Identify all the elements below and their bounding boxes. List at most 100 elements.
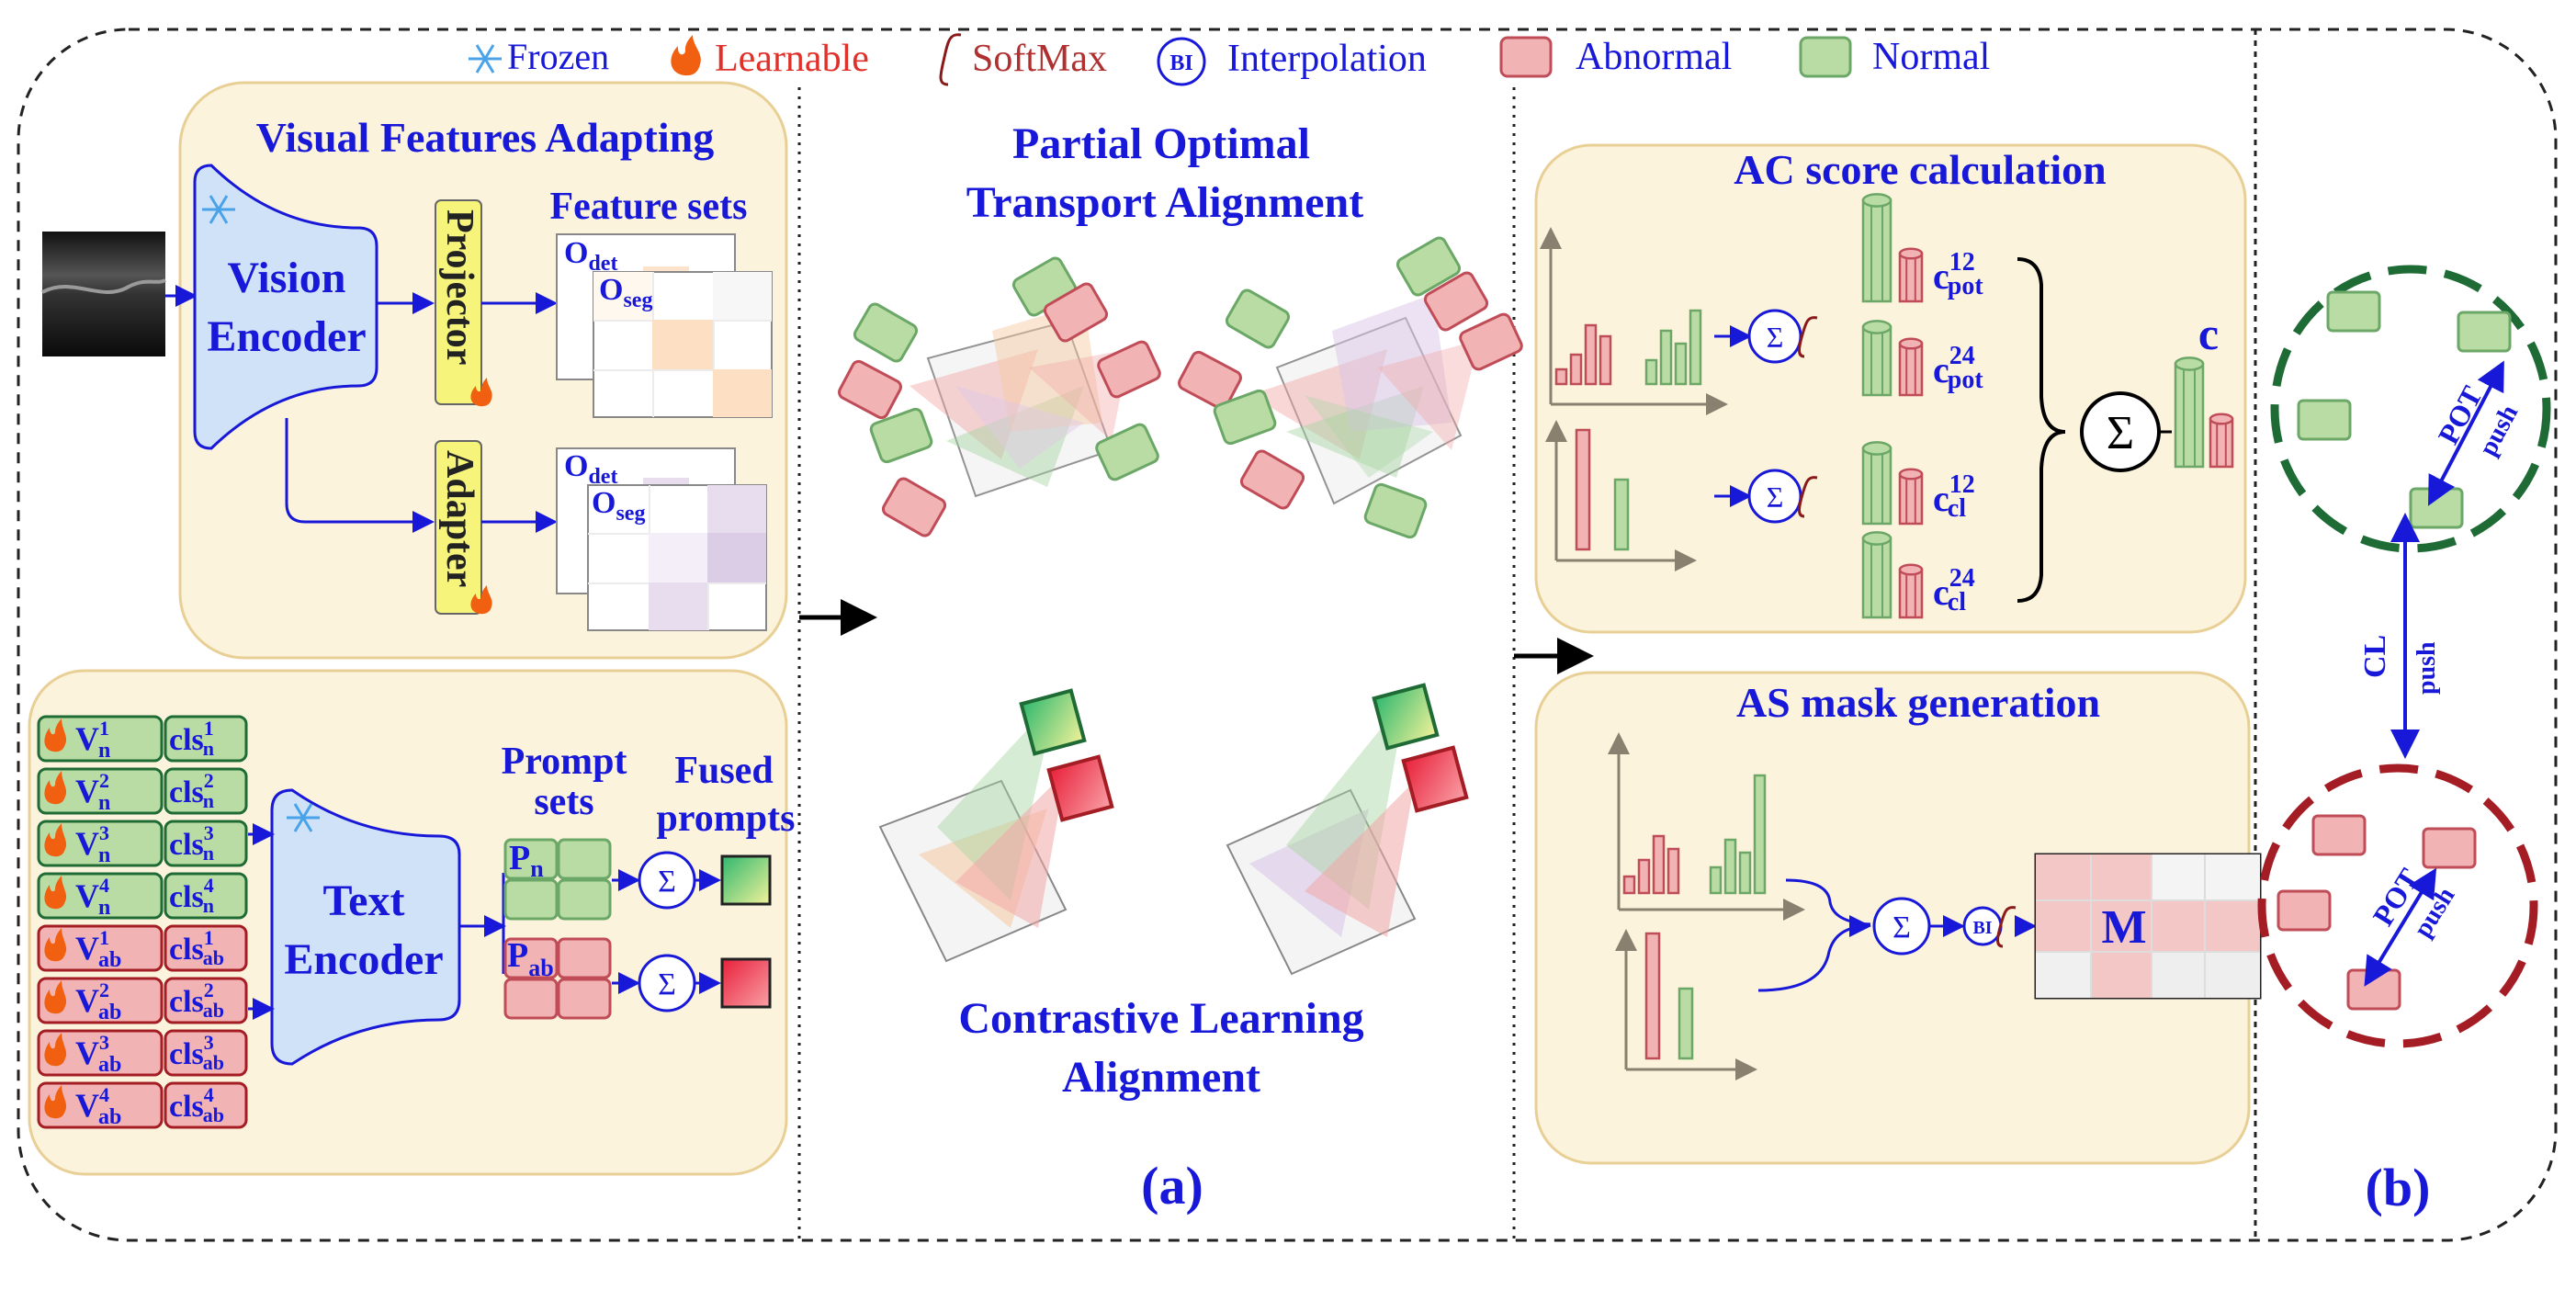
score-cylinder bbox=[1898, 252, 1924, 303]
sum-icon bbox=[2080, 391, 2161, 472]
normal-prompt-set: Pn bbox=[503, 838, 612, 921]
text-encoder-label-2: Encoder bbox=[284, 935, 443, 984]
prompt-token-v bbox=[37, 820, 164, 867]
anomaly-mask: M bbox=[2034, 853, 2262, 1000]
flame-icon bbox=[44, 823, 67, 857]
pot-title-2: Transport Alignment bbox=[966, 178, 1363, 227]
cl-alignment-left bbox=[878, 688, 1114, 963]
score-cylinder-top bbox=[2209, 413, 2234, 425]
histogram-bar bbox=[1689, 309, 1702, 386]
snowflake-icon bbox=[469, 44, 502, 74]
flame-icon bbox=[470, 585, 492, 615]
flame-icon bbox=[44, 876, 67, 910]
prompt-token-cls bbox=[164, 767, 248, 815]
histogram-bar bbox=[1674, 342, 1688, 386]
flame-icon bbox=[671, 35, 701, 76]
fused-prompts-label-2: prompts bbox=[657, 797, 796, 840]
histogram-bar bbox=[1723, 838, 1737, 895]
legend-interpolation: Interpolation bbox=[1227, 38, 1427, 80]
prompt-token-cls bbox=[164, 820, 248, 867]
score-cylinder-top bbox=[1898, 563, 1924, 576]
vision-encoder-label-2: Encoder bbox=[207, 312, 366, 361]
o-seg-label: Oseg bbox=[599, 273, 652, 312]
histogram-bar bbox=[1753, 774, 1767, 895]
snowflake-icon bbox=[202, 195, 235, 224]
abnormal-prompt-set: Pab bbox=[503, 936, 612, 1020]
histogram-bar bbox=[1644, 358, 1658, 386]
pot-alignment-right bbox=[1249, 294, 1479, 505]
score-cylinder-top bbox=[1861, 531, 1892, 546]
prompt-token-v bbox=[37, 1081, 164, 1129]
prompt-token-cls bbox=[164, 977, 248, 1024]
adapter-feature-maps: Odet Oseg bbox=[556, 447, 767, 631]
adapter-block bbox=[435, 440, 482, 615]
prompt-token-cls bbox=[164, 924, 248, 972]
vision-encoder bbox=[193, 164, 378, 450]
histogram-bar bbox=[1569, 353, 1583, 386]
p-n-label: Pn bbox=[509, 839, 544, 882]
legend-normal-swatch bbox=[1799, 36, 1852, 78]
legend: Frozen Learnable SoftMax BI Interpolatio… bbox=[469, 33, 1990, 86]
prompt-token-v bbox=[37, 924, 164, 972]
arrow-encoder-to-adapter bbox=[285, 418, 435, 533]
normal-cluster bbox=[2270, 265, 2551, 553]
flame-icon bbox=[44, 928, 67, 962]
text-encoder-label-1: Text bbox=[323, 877, 405, 925]
legend-frozen: Frozen bbox=[507, 36, 609, 77]
histogram-bar bbox=[1575, 428, 1591, 551]
c-label: c bbox=[2198, 308, 2219, 359]
as-mask-panel: AS mask generation Σ BI M bbox=[1534, 671, 2262, 1165]
oct-layer bbox=[41, 278, 166, 294]
abnormal-feature-box bbox=[881, 477, 947, 537]
histogram-bar bbox=[1666, 847, 1680, 895]
normal-feature-box bbox=[1363, 482, 1428, 539]
histogram-bar bbox=[1613, 478, 1630, 551]
score-cylinder-top bbox=[1861, 193, 1892, 208]
panel-b: POT push CL push POT push (b) bbox=[2257, 265, 2551, 1217]
flame-icon bbox=[44, 1085, 67, 1119]
normal-feature-box bbox=[1395, 236, 1462, 297]
prompt-sets-label-1: Prompt bbox=[502, 741, 627, 783]
prompt-token-cls bbox=[164, 872, 248, 920]
pot-title-1: Partial Optimal bbox=[1012, 119, 1310, 168]
p-ab-label: Pab bbox=[507, 936, 554, 981]
projector-label: Projector bbox=[438, 209, 480, 365]
fused-abnormal-prompt bbox=[720, 957, 772, 1009]
score-cylinder-top bbox=[2174, 356, 2205, 371]
score-cylinder-top bbox=[1898, 337, 1924, 350]
text-encoder bbox=[270, 788, 461, 1066]
normal-feature-box bbox=[1213, 389, 1277, 446]
abnormal-feature-box bbox=[1423, 271, 1489, 332]
score-cylinder bbox=[1898, 568, 1924, 619]
feature-sets-label: Feature sets bbox=[550, 186, 748, 228]
prompt-token-v bbox=[37, 767, 164, 815]
flame-icon bbox=[44, 718, 67, 752]
mask-label: M bbox=[2101, 901, 2146, 954]
sum-symbol: Σ bbox=[1767, 481, 1784, 514]
pot-alignment-left bbox=[910, 303, 1130, 498]
push-label: push bbox=[2412, 641, 2441, 695]
normal-feature-box bbox=[869, 407, 933, 464]
abnormal-feature-box bbox=[1459, 312, 1523, 371]
softmax-icon bbox=[1798, 316, 1818, 358]
bi-icon-text: BI bbox=[1169, 51, 1192, 75]
score-cylinder-top bbox=[1898, 468, 1924, 481]
legend-learnable: Learnable bbox=[715, 38, 869, 80]
softmax-icon bbox=[1798, 476, 1818, 518]
histogram-bar bbox=[1554, 368, 1568, 386]
score-cylinder bbox=[1861, 447, 1892, 526]
